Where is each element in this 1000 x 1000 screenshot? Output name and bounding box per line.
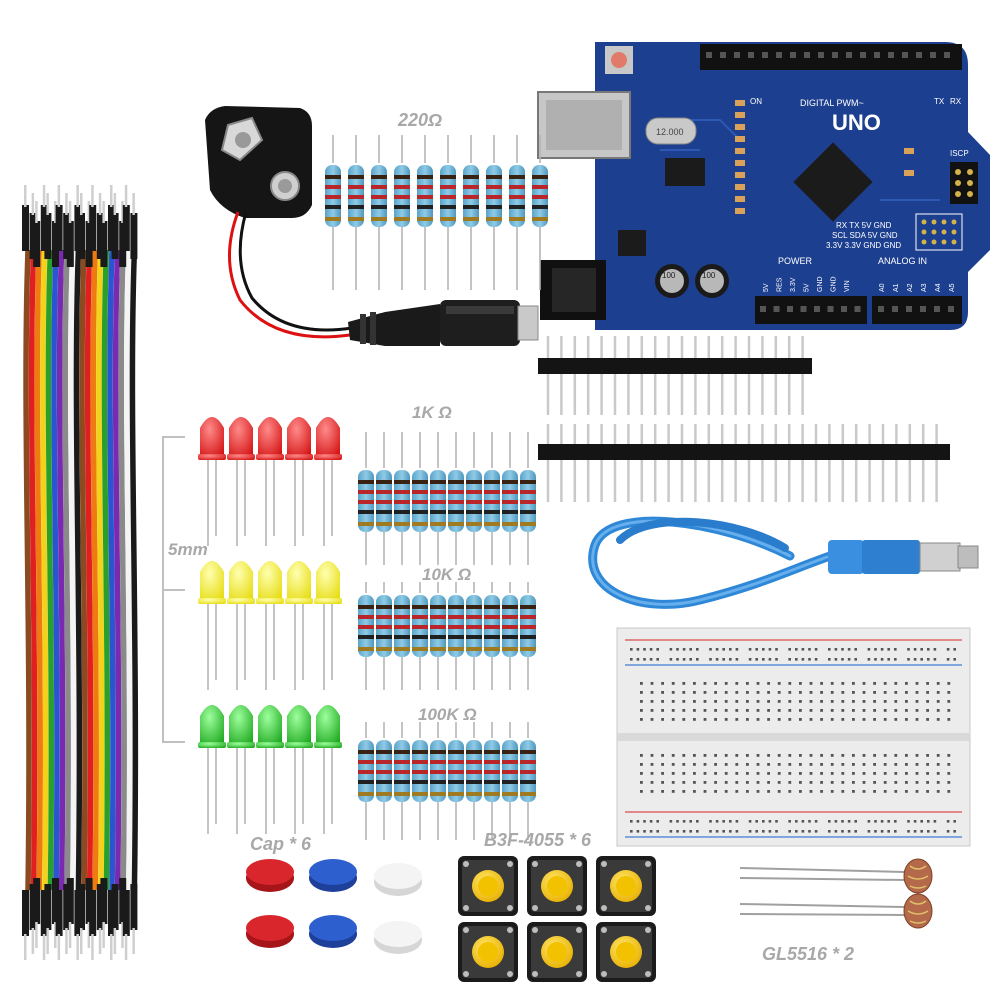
usb-cable bbox=[588, 516, 979, 609]
board-rx-label: RX bbox=[950, 97, 962, 106]
power-pin-label: VIN bbox=[844, 280, 851, 292]
power-pin-label: 5V bbox=[763, 283, 770, 292]
board-power-label: POWER bbox=[778, 256, 813, 266]
analog-pin-label: A5 bbox=[949, 283, 956, 292]
board-cap-label-2: 100 bbox=[702, 271, 716, 280]
cap-blue-1 bbox=[309, 859, 357, 892]
tactile-button bbox=[527, 856, 587, 916]
led-size-bracket bbox=[162, 436, 185, 743]
leds-red bbox=[198, 417, 342, 546]
led-groups bbox=[198, 417, 342, 834]
power-pin-label: 3.3V bbox=[790, 277, 797, 292]
power-pin-label: GND bbox=[817, 276, 824, 292]
tactile-buttons bbox=[458, 856, 656, 982]
label-photoresistor: GL5516 * 2 bbox=[762, 944, 855, 964]
photoresistors bbox=[739, 858, 933, 929]
label-tactile-buttons: B3F-4055 * 6 bbox=[484, 830, 592, 850]
resistors-220-ohm bbox=[325, 135, 548, 290]
board-header-right-2: SCL SDA 5V GND bbox=[832, 231, 898, 240]
board-digital-label: DIGITAL PWM~ bbox=[800, 98, 864, 108]
label-led-size: 5mm bbox=[168, 540, 208, 559]
tactile-button bbox=[527, 922, 587, 982]
power-pin-label: RES bbox=[777, 277, 784, 292]
board-tx-label: TX bbox=[934, 97, 945, 106]
analog-pin-label: A0 bbox=[879, 283, 886, 292]
board-logo: UNO bbox=[832, 110, 881, 135]
leds-green bbox=[198, 705, 342, 834]
label-button-caps: Cap * 6 bbox=[250, 834, 312, 854]
label-1k-ohm: 1K Ω bbox=[412, 403, 452, 422]
board-cap-label-1: 100 bbox=[662, 271, 676, 280]
resistors-10k-ohm bbox=[358, 582, 536, 690]
tactile-button bbox=[458, 856, 518, 916]
dc-barrel-plug bbox=[348, 300, 539, 346]
board-header-right-3: 3.3V 3.3V GND GND bbox=[826, 241, 901, 250]
cap-blue-2 bbox=[309, 915, 357, 948]
label-100k-ohm: 100K Ω bbox=[418, 705, 477, 724]
power-pin-label: 5V bbox=[804, 283, 811, 292]
button-caps bbox=[246, 859, 422, 954]
tactile-button bbox=[596, 856, 656, 916]
cap-white-2 bbox=[374, 921, 422, 954]
power-pin-label: GND bbox=[831, 276, 838, 292]
tactile-button bbox=[596, 922, 656, 982]
battery-clip bbox=[205, 106, 353, 339]
analog-pin-label: A3 bbox=[921, 283, 928, 292]
board-header-right-1: RX TX 5V GND bbox=[836, 221, 892, 230]
analog-pin-label: A1 bbox=[893, 283, 900, 292]
label-220-ohm: 220Ω bbox=[398, 110, 443, 130]
board-analog-label: ANALOG IN bbox=[878, 256, 927, 266]
arduino-uno-board: UNO DIGITAL PWM~ POWER ANALOG IN ISCP 12… bbox=[537, 42, 990, 330]
analog-pin-label: A4 bbox=[935, 283, 942, 292]
resistors-1k-ohm bbox=[358, 432, 536, 565]
board-on-label: ON bbox=[750, 97, 762, 106]
cap-red-2 bbox=[246, 915, 294, 948]
tactile-button bbox=[458, 922, 518, 982]
breadboard bbox=[616, 627, 971, 847]
label-10k-ohm: 10K Ω bbox=[422, 565, 472, 584]
cap-white-1 bbox=[374, 863, 422, 896]
resistors-100k-ohm bbox=[358, 722, 536, 840]
jumper-wire-bundle bbox=[22, 185, 139, 960]
analog-pin-label: A2 bbox=[907, 283, 914, 292]
leds-yellow bbox=[198, 561, 342, 690]
board-crystal-label: 12.000 bbox=[656, 127, 684, 137]
cap-red-1 bbox=[246, 859, 294, 892]
resistor-groups bbox=[325, 135, 548, 840]
pin-header-strips bbox=[538, 336, 950, 502]
board-icsp-label: ISCP bbox=[950, 149, 969, 158]
